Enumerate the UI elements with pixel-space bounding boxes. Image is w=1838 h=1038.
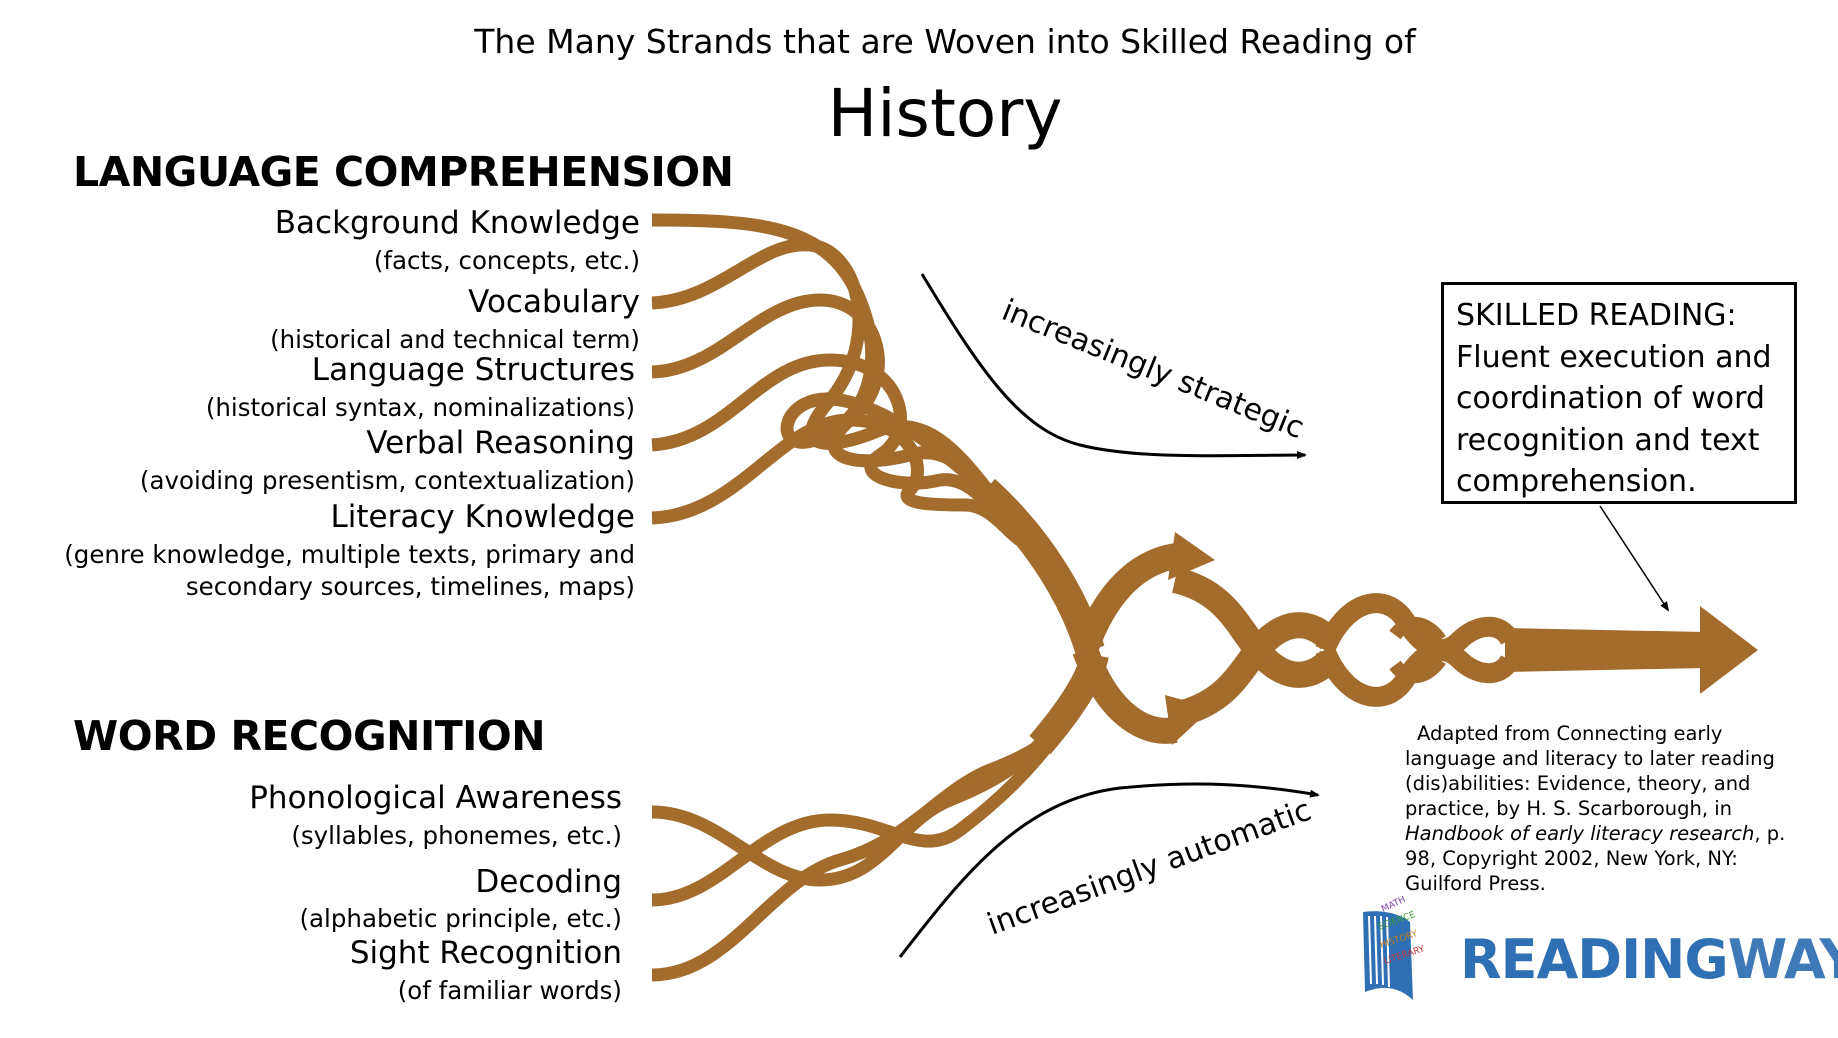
diagram-subtitle: The Many Strands that are Woven into Ski… (474, 22, 1416, 61)
citation-book-title: Handbook of early literacy research (1405, 822, 1755, 845)
strand-language-structures (651, 293, 1015, 526)
background-knowledge-detail: (facts, concepts, etc.) (373, 246, 640, 275)
loop-arrowhead-bottom (1165, 695, 1212, 745)
word-strands (651, 716, 1070, 982)
skilled-reading-box: SKILLED READING: Fluent execution and co… (1441, 282, 1797, 504)
rope-arrowhead (1700, 606, 1758, 694)
logo-ways: WAYS (1727, 928, 1838, 991)
phonological-awareness-label: Phonological Awareness (249, 780, 622, 816)
citation-part-2: , p. 98, Copyright 2002, New York, NY: G… (1405, 822, 1786, 895)
language-structures-detail: (historical syntax, nominalizations) (205, 393, 635, 422)
loop-arrowhead-top (1168, 532, 1215, 580)
language-structures-label: Language Structures (311, 352, 635, 388)
strand-literacy-knowledge (651, 413, 1024, 546)
automatic-label: increasingly automatic (983, 793, 1316, 943)
language-comprehension-heading: LANGUAGE COMPREHENSION (73, 148, 734, 196)
citation-part-1: Adapted from Connecting early language a… (1405, 722, 1775, 820)
skilled-reading-line-4: recognition and text (1456, 422, 1760, 458)
literacy-knowledge-detail-1: (genre knowledge, multiple texts, primar… (64, 540, 635, 569)
skilled-reading-line-5: comprehension. (1456, 464, 1697, 499)
logo-reading: READING (1460, 928, 1729, 991)
language-trunk (974, 478, 1105, 655)
rope-braid-small (1389, 616, 1446, 684)
diagram-title: History (827, 75, 1063, 152)
strand-decoding (651, 726, 1066, 907)
phonological-awareness-detail: (syllables, phonemes, etc.) (291, 821, 622, 850)
decoding-detail: (alphabetic principle, etc.) (299, 904, 622, 933)
strand-vocabulary (651, 238, 1010, 515)
rope-braid (1315, 593, 1519, 707)
strategic-label: increasingly strategic (997, 293, 1309, 446)
language-strands (651, 213, 1024, 546)
decoding-label: Decoding (475, 864, 622, 900)
skilled-reading-pointer (1599, 505, 1670, 612)
sight-recognition-detail: (of familiar words) (397, 976, 622, 1005)
skilled-reading-line-3: coordination of word (1456, 381, 1765, 416)
literacy-knowledge-label: Literacy Knowledge (330, 499, 635, 535)
readingways-book-logo: MATH SCIENCE HISTORY LITERARY (1363, 895, 1426, 1000)
citation: Adapted from Connecting early language a… (1405, 721, 1805, 896)
strand-sight-recognition (651, 720, 1070, 982)
verbal-reasoning-detail: (avoiding presentism, contextualization) (139, 466, 635, 495)
literacy-knowledge-detail-2: secondary sources, timelines, maps) (185, 572, 635, 601)
word-recognition-heading: WORD RECOGNITION (73, 712, 546, 760)
automatic-arrow (898, 782, 1320, 958)
verbal-reasoning-label: Verbal Reasoning (366, 425, 635, 461)
skilled-reading-line-2: Fluent execution and (1456, 339, 1772, 375)
strategic-arrow (920, 273, 1307, 460)
vocabulary-detail: (historical and technical term) (270, 325, 640, 354)
logo-math: MATH (1380, 895, 1407, 915)
rope-body (1505, 628, 1705, 672)
readingways-wordmark: READINGWAYS (1460, 928, 1838, 991)
vocabulary-label: Vocabulary (468, 284, 640, 320)
strand-phonological-awareness (651, 716, 1066, 887)
skilled-reading-line-1: SKILLED READING: (1456, 298, 1737, 333)
background-knowledge-label: Background Knowledge (274, 205, 640, 241)
sight-recognition-label: Sight Recognition (349, 935, 622, 971)
rope-loop (1072, 542, 1340, 744)
